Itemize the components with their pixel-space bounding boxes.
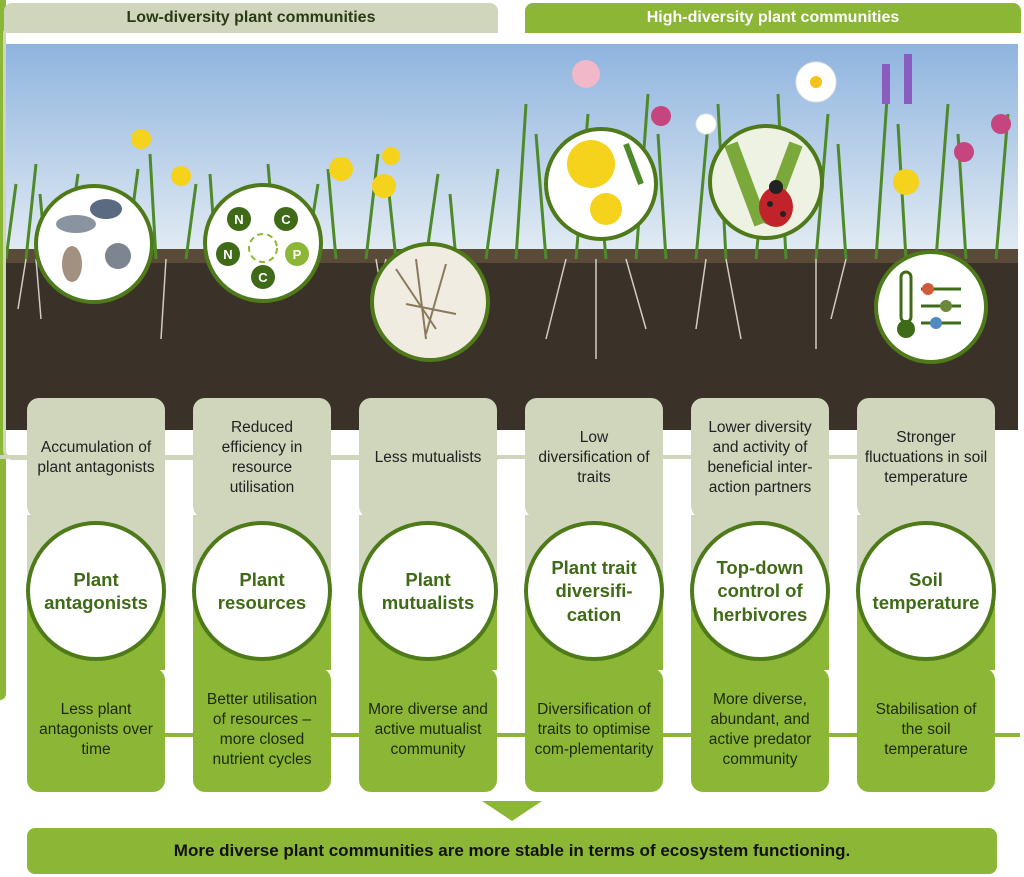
high-effect-box — [691, 668, 829, 792]
high-effect-text: More diverse, abundant, and active preda… — [708, 690, 812, 769]
low-effect-text: Lower diversity and activity of benefici… — [707, 418, 813, 497]
high-effect-box — [193, 668, 331, 792]
low-effect-text: Low diversification of traits — [538, 428, 650, 487]
down-arrow-icon — [482, 801, 542, 821]
inset-roots — [370, 242, 490, 362]
high-effect-box — [359, 668, 497, 792]
sky — [6, 44, 1018, 264]
mechanism-circle: Plant antagonists — [26, 521, 166, 661]
high-effect-box — [857, 668, 995, 792]
high-effect-text: Less plant antagonists over time — [39, 700, 153, 759]
high-effect-text: More diverse and active mutualist commun… — [368, 700, 488, 759]
low-effect-text: Stronger fluctuations in soil temperatur… — [864, 428, 988, 487]
low-effect-text: Reduced efficiency in resource utilisati… — [221, 418, 303, 497]
low-effect-box — [525, 398, 663, 518]
cycle-n1: N — [234, 212, 243, 227]
inset-dandelion — [544, 127, 658, 241]
high-effect-text: Better utilisation of resources – more c… — [206, 690, 318, 769]
high-effect-box — [525, 668, 663, 792]
low-diversity-header: Low-diversity plant communities — [4, 3, 498, 33]
mechanism-circle: Plant trait diversifi-cation — [524, 521, 664, 661]
conclusion-banner: More diverse plant communities are more … — [27, 828, 997, 874]
mechanism-circle: Top-down control of herbivores — [690, 521, 830, 661]
cycle-n2: N — [223, 247, 232, 262]
landscape-illustration: N C P C N — [6, 44, 1018, 430]
high-diversity-header: High-diversity plant communities — [525, 3, 1021, 33]
inset-nutrient-cycle: N C P C N — [203, 183, 323, 303]
low-effect-box — [857, 398, 995, 518]
low-effect-text: Accumulation of plant antagonists — [37, 438, 155, 476]
high-effect-text: Diversification of traits to optimise co… — [534, 700, 654, 759]
soil — [6, 249, 1018, 430]
low-effect-text: Less mutualists — [374, 448, 482, 466]
inset-ladybird — [708, 124, 824, 240]
mechanism-circle: Soil temperature — [856, 521, 996, 661]
low-effect-box — [193, 398, 331, 518]
mechanism-circle: Plant resources — [192, 521, 332, 661]
inset-thermometer — [874, 250, 988, 364]
inset-microbes — [34, 184, 154, 304]
cycle-c1: C — [281, 212, 291, 227]
low-effect-box — [27, 398, 165, 518]
low-effect-box — [691, 398, 829, 518]
low-effect-box — [359, 398, 497, 518]
cycle-p: P — [293, 247, 302, 262]
high-effect-text: Stabilisation of the soil temperature — [875, 700, 977, 759]
cycle-c2: C — [258, 270, 268, 285]
high-effect-box — [27, 668, 165, 792]
flowers — [131, 54, 1011, 198]
mechanism-circle: Plant mutualists — [358, 521, 498, 661]
